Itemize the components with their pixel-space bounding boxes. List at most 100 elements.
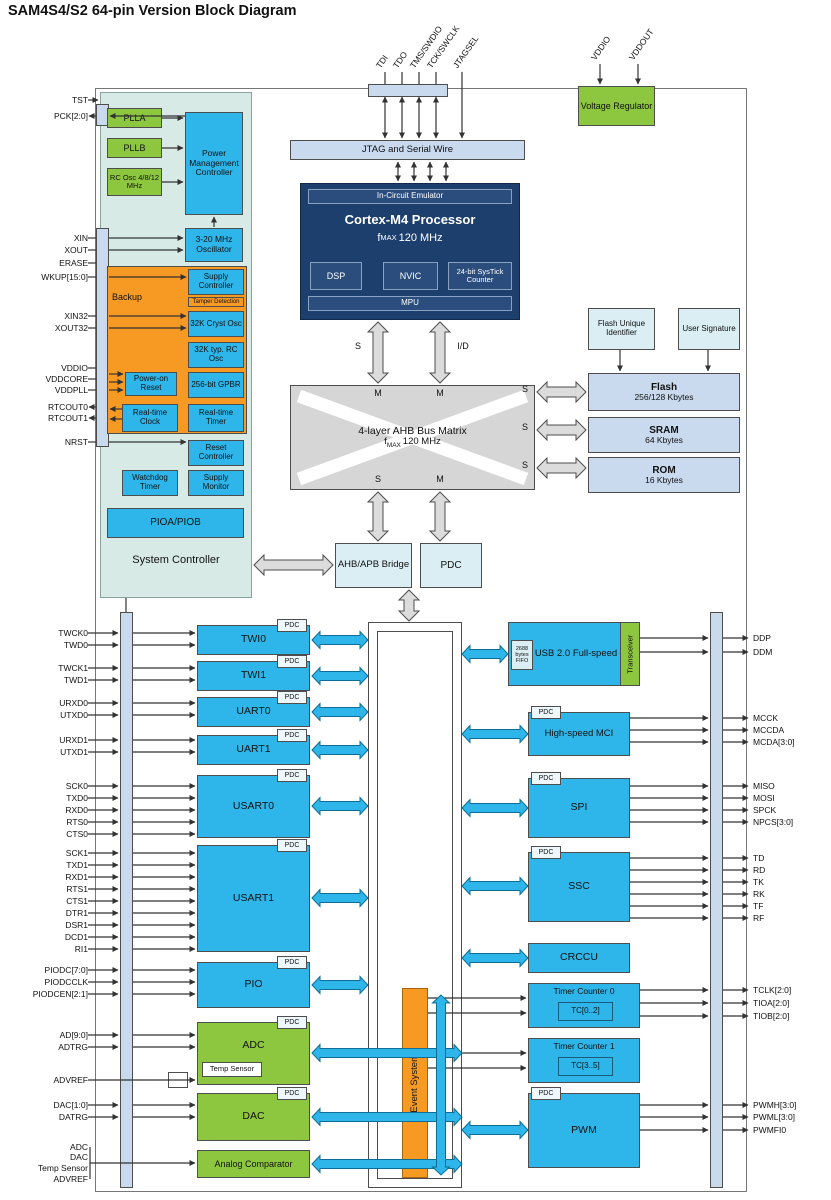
jtag-connector-bar [368, 84, 448, 97]
pin-label: ADTRG [58, 1041, 88, 1052]
watchdog-timer: Watchdog Timer [122, 470, 178, 496]
pin-label: MCCK [753, 712, 779, 723]
pin-label: Temp Sensor [37, 1162, 88, 1173]
pdc-tag: PDC [277, 956, 307, 969]
pllb-block: PLLB [107, 138, 162, 158]
pin-label: URXD0 [59, 697, 88, 708]
gpbr: 256-bit GPBR [188, 372, 244, 398]
pin-label: URXD1 [59, 734, 88, 745]
pin-label: CTS0 [66, 828, 88, 839]
real-time-clock: Real-time Clock [122, 404, 178, 432]
pin-label: TWD1 [63, 674, 88, 685]
pin-label: XOUT32 [54, 322, 88, 333]
pin-label: ERASE [59, 257, 88, 268]
pin-label: NRST [64, 436, 88, 447]
pin-label: PIODCEN[2:1] [32, 988, 88, 999]
pioa-piob: PIOA/PIOB [107, 508, 244, 538]
tamper-detection: Tamper Detection [188, 297, 244, 307]
pin-label: PCK[2:0] [53, 110, 88, 121]
matrix-crossbar-graphic [296, 389, 529, 486]
tc0-channels: TC[0..2] [558, 1002, 613, 1021]
in-circuit-emulator: In-Circuit Emulator [308, 189, 512, 204]
pin-label: RF [753, 912, 765, 923]
pin-label: TIOB[2:0] [753, 1010, 790, 1021]
pin-label: WKUP[15:0] [41, 271, 88, 282]
pin-label: UTXD0 [60, 709, 88, 720]
bus-port-label: M [374, 388, 382, 398]
pdc-tag: PDC [277, 1087, 307, 1100]
pin-label: DAC [70, 1151, 88, 1162]
pin-label: DCD1 [64, 931, 88, 942]
pin-label: PIODCCLK [44, 976, 88, 987]
event-system-bar: Event System [402, 988, 428, 1178]
bus-port-label: S [521, 460, 528, 470]
pin-label: RK [753, 888, 765, 899]
dac-block: DAC [197, 1093, 310, 1141]
pin-label: TXD1 [66, 859, 88, 870]
osc-32k-crystal: 32K Cryst Osc [188, 311, 244, 337]
pdc-tag: PDC [277, 839, 307, 852]
flash-unique-identifier: Flash Unique Identifier [588, 308, 655, 350]
real-time-timer: Real-time Timer [188, 404, 244, 432]
bus-port-label: S [354, 341, 361, 351]
ahb-apb-bridge: AHB/APB Bridge [335, 543, 412, 588]
bus-port-label: M [436, 388, 444, 398]
pin-label: TD [753, 852, 765, 863]
pin-label: MCDA[3:0] [753, 736, 795, 747]
pin-label: RTS1 [66, 883, 88, 894]
pin-label: VDDPLL [54, 384, 88, 395]
pin-label: VDDIO [588, 34, 613, 62]
jtag-serial-wire-bar: JTAG and Serial Wire [290, 140, 525, 160]
pin-label: ADC [70, 1141, 88, 1152]
pin-label: MCCDA [753, 724, 785, 735]
pin-label: DAC[1:0] [53, 1099, 89, 1110]
pdc-block: PDC [420, 543, 482, 588]
usart0-block: USART0 [197, 775, 310, 838]
pin-label: AD[9:0] [59, 1029, 88, 1040]
pin-label: VDDOUT [626, 26, 656, 62]
pio-bus-right [710, 612, 723, 1188]
usart1-block: USART1 [197, 845, 310, 952]
pin-label: SCK0 [65, 780, 88, 791]
pin-label: TWCK1 [58, 662, 88, 673]
pin-label: DATRG [58, 1111, 88, 1122]
pin-label: DTR1 [65, 907, 88, 918]
pin-label: NPCS[3:0] [753, 816, 794, 827]
pin-label: TCLK[2:0] [753, 984, 792, 995]
supply-controller: Supply Controller [188, 269, 244, 295]
pin-label: TST [71, 94, 88, 105]
pin-label: SCK1 [65, 847, 88, 858]
pin-label: MOSI [753, 792, 775, 803]
pdc-tag: PDC [277, 1016, 307, 1029]
pin-label: RD [753, 864, 766, 875]
temp-sensor: Temp Sensor [202, 1062, 262, 1077]
pdc-tag: PDC [277, 769, 307, 782]
pin-label: TK [753, 876, 764, 887]
user-signature: User Signature [678, 308, 740, 350]
uart0-block: UART0 [197, 697, 310, 727]
usb-fifo: 2688 bytes FIFO [511, 640, 533, 670]
nvic-block: NVIC [383, 262, 438, 290]
ssc-block: SSC [528, 852, 630, 922]
pdc-tag: PDC [277, 655, 307, 668]
pin-label: PIODC[7:0] [44, 964, 88, 975]
usb-label: USB 2.0 Full-speed [534, 647, 618, 659]
pdc-tag: PDC [277, 619, 307, 632]
mpu-bar: MPU [308, 296, 512, 311]
oscillator-3-20mhz: 3-20 MHz Oscillator [185, 228, 243, 262]
bus-port-label: S [521, 422, 528, 432]
pin-label: TDO [390, 49, 410, 70]
dsp-block: DSP [310, 262, 362, 290]
advref-connector [168, 1072, 188, 1088]
pio-bus-left [120, 612, 133, 1188]
backup-label: Backup [112, 292, 143, 302]
uart1-block: UART1 [197, 735, 310, 765]
timer-counter0-label: Timer Counter 0 [553, 985, 615, 996]
pdc-tag: PDC [531, 772, 561, 785]
systick-block: 24-bit SysTick Counter [448, 262, 512, 290]
power-management-controller: Power Management Controller [185, 112, 243, 215]
analog-comparator-block: Analog Comparator [197, 1150, 310, 1178]
